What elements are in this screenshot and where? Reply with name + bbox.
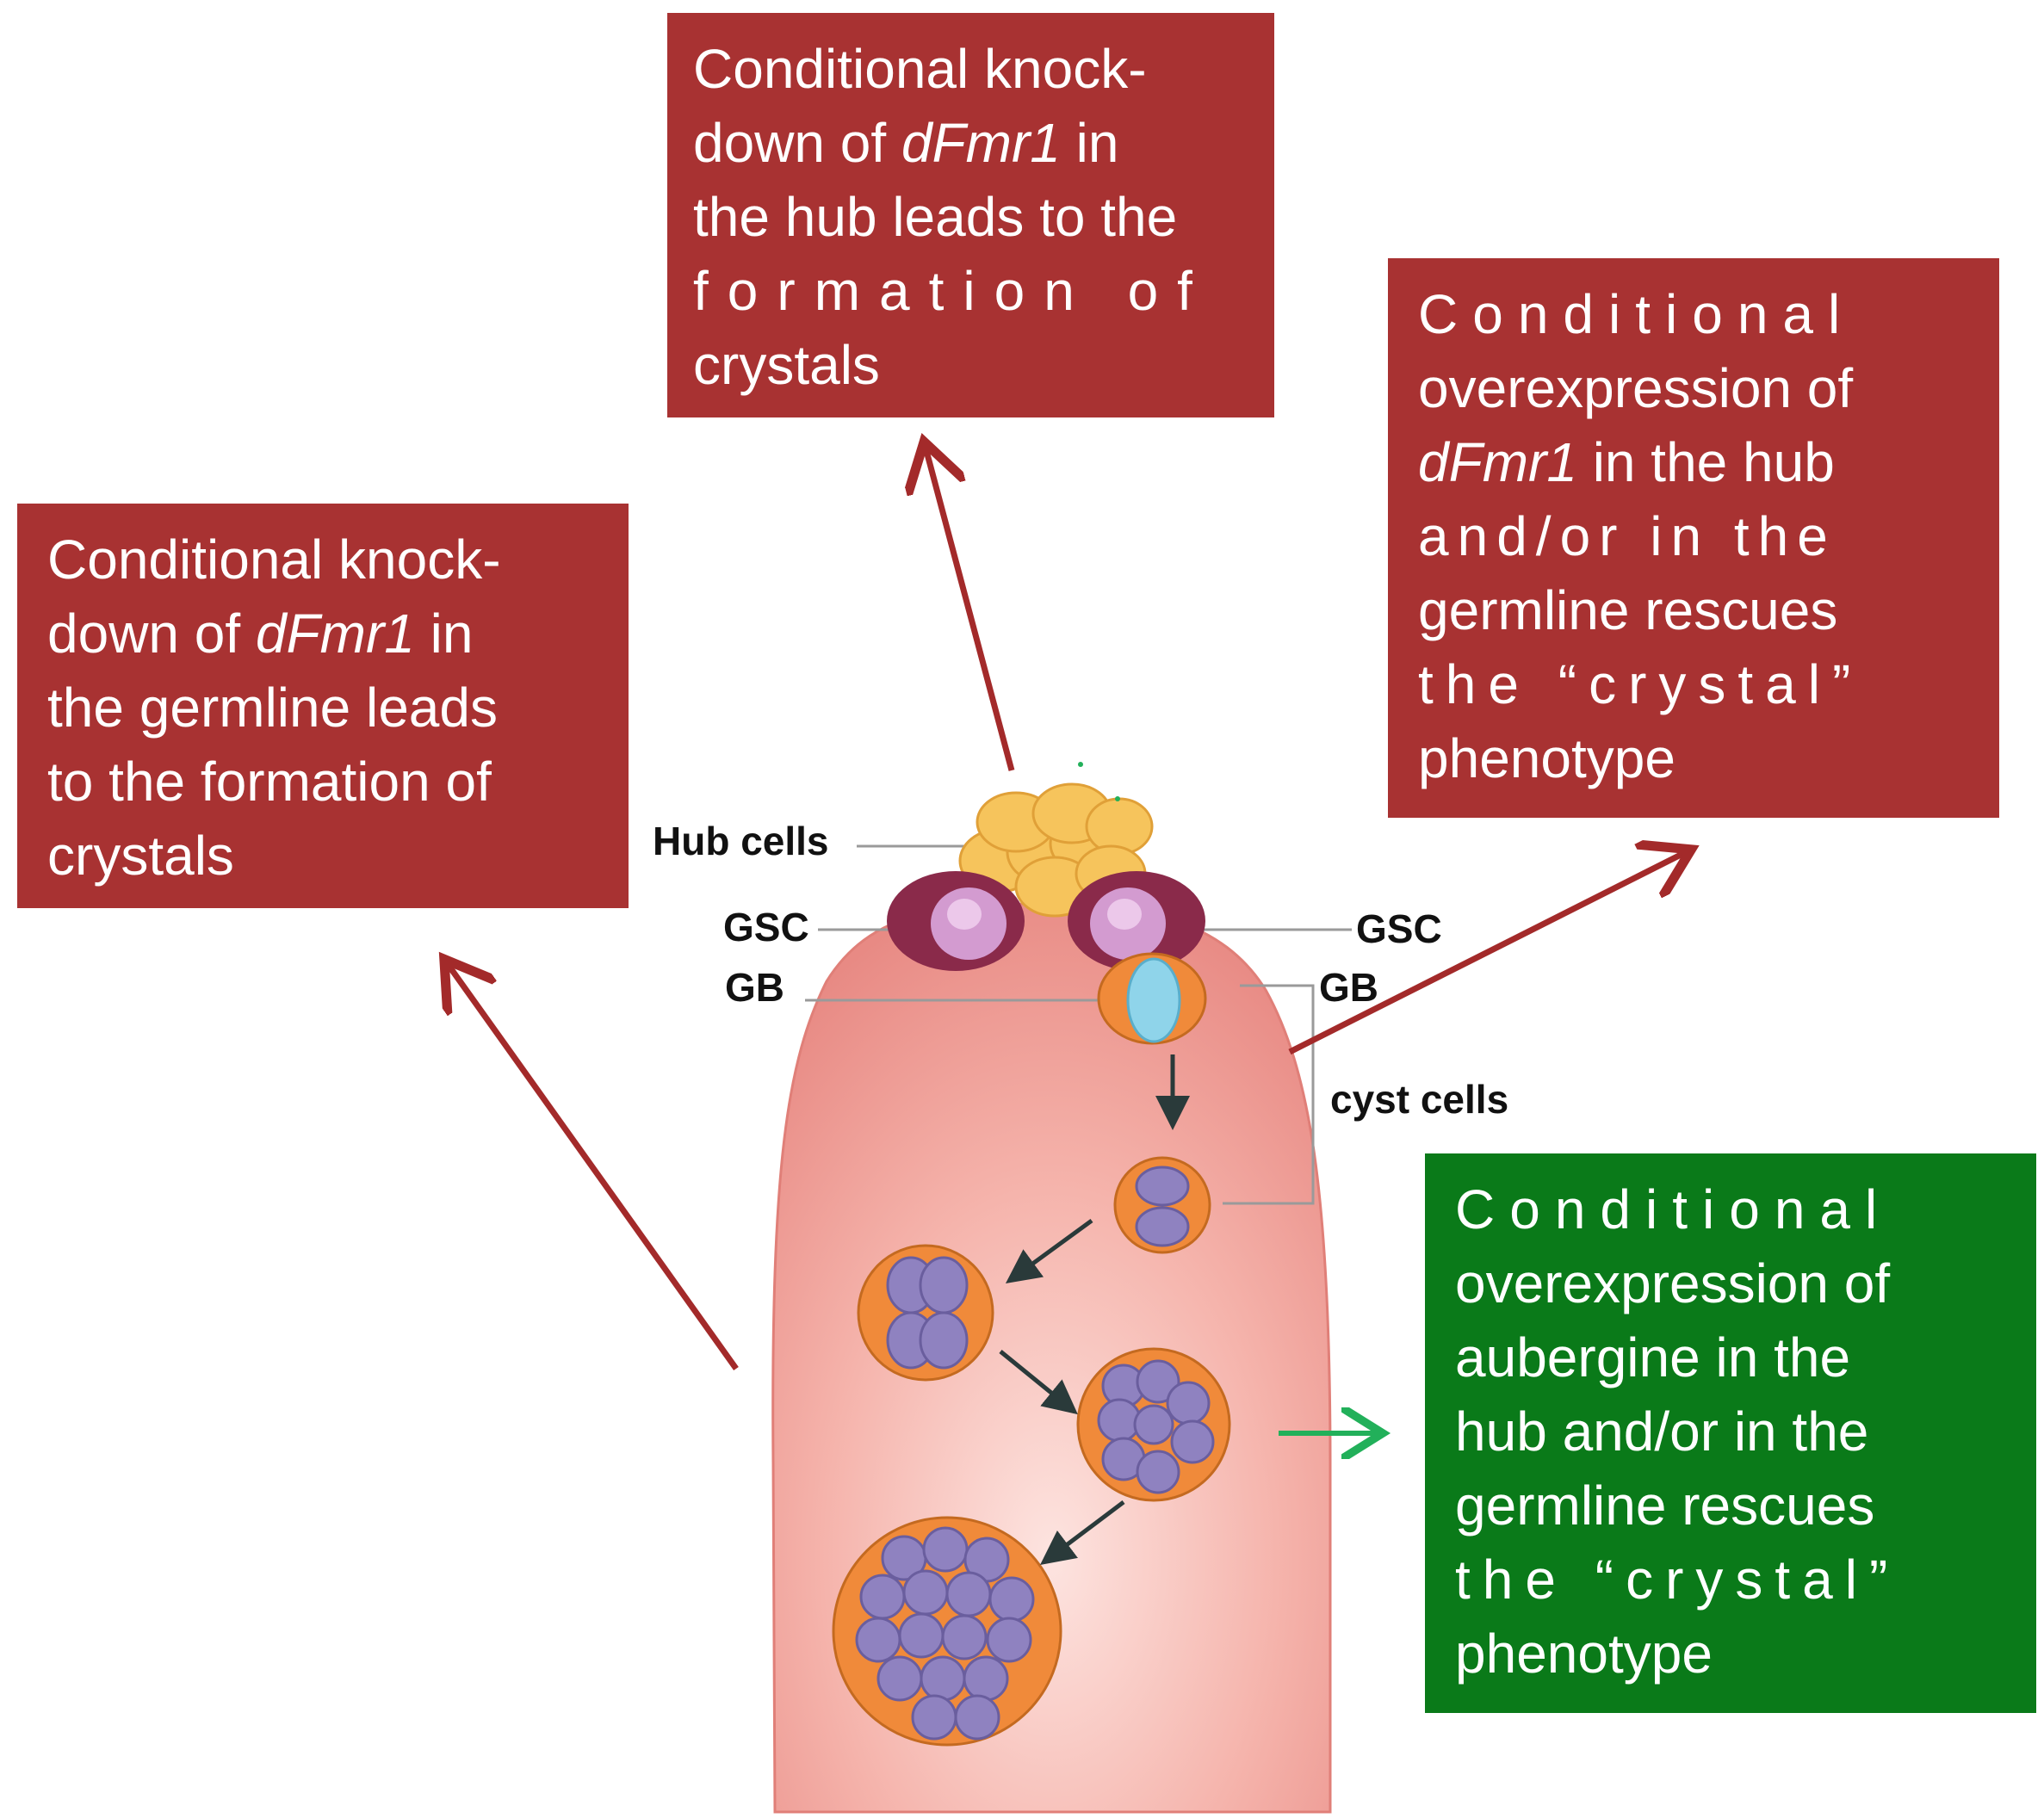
label-gb-left: GB bbox=[725, 965, 784, 1010]
box-line: dFmr1 in the hub bbox=[1418, 431, 1835, 493]
box-line: Conditional knock- bbox=[693, 38, 1147, 100]
label-cyst-cells: cyst cells bbox=[1330, 1077, 1509, 1122]
box-line: germline rescues bbox=[1455, 1475, 1875, 1537]
box-line: Conditional bbox=[1418, 283, 1855, 345]
arrow-to-top-box bbox=[926, 448, 1015, 771]
box-line: overexpression of bbox=[1455, 1252, 1891, 1314]
box-line: the germline leads bbox=[47, 677, 498, 739]
box-line: aubergine in the bbox=[1455, 1326, 1851, 1388]
cyst-16-cell bbox=[832, 1516, 1062, 1747]
box-dfmr1-overexpression: Conditional overexpression of dFmr1 in t… bbox=[1388, 258, 1999, 818]
box-line: overexpression of bbox=[1418, 357, 1854, 419]
box-line: and/or in the bbox=[1418, 505, 1837, 567]
red-arrows bbox=[448, 448, 1686, 1371]
box-line: the hub leads to the bbox=[693, 186, 1178, 248]
box-line: formation of bbox=[693, 260, 1211, 322]
box-line: down of dFmr1 in bbox=[47, 603, 474, 665]
progression-arrows bbox=[999, 1054, 1190, 1566]
label-gsc-left: GSC bbox=[723, 905, 809, 949]
box-line: phenotype bbox=[1418, 727, 1675, 789]
box-line: phenotype bbox=[1455, 1623, 1713, 1685]
arrow-to-left-box bbox=[448, 964, 739, 1371]
label-hub-cells: Hub cells bbox=[653, 819, 829, 863]
box-line: germline rescues bbox=[1418, 579, 1838, 641]
cyst-2-cell bbox=[1113, 1156, 1211, 1254]
gonialblast bbox=[1097, 952, 1207, 1045]
gsc-right bbox=[1068, 871, 1205, 971]
label-gb-right: GB bbox=[1319, 965, 1378, 1010]
box-line: Conditional knock- bbox=[47, 529, 501, 591]
box-line: Conditional bbox=[1455, 1178, 1892, 1240]
box-line: crystals bbox=[693, 334, 880, 396]
box-line: crystals bbox=[47, 825, 234, 887]
cyst-8-cell bbox=[1076, 1347, 1231, 1502]
box-germline-knockdown: Conditional knock- down of dFmr1 in the … bbox=[17, 504, 629, 908]
gene-name: dFmr1 bbox=[1418, 431, 1577, 493]
box-line: hub and/or in the bbox=[1455, 1401, 1869, 1462]
cyst-4-cell bbox=[857, 1244, 994, 1382]
box-line: the “crystal” bbox=[1455, 1549, 1900, 1611]
box-aubergine-overexpression: Conditional overexpression of aubergine … bbox=[1425, 1153, 2036, 1713]
box-line: to the formation of bbox=[47, 751, 492, 813]
gsc-left bbox=[887, 871, 1025, 971]
label-gsc-right: GSC bbox=[1356, 906, 1442, 951]
box-line: down of dFmr1 in bbox=[693, 112, 1119, 174]
gene-name: dFmr1 bbox=[901, 112, 1061, 174]
box-line: the “crystal” bbox=[1418, 653, 1863, 715]
arrow-to-right-box bbox=[1288, 852, 1686, 1055]
box-hub-knockdown: Conditional knock- down of dFmr1 in the … bbox=[667, 13, 1274, 417]
gene-name: dFmr1 bbox=[255, 603, 415, 665]
